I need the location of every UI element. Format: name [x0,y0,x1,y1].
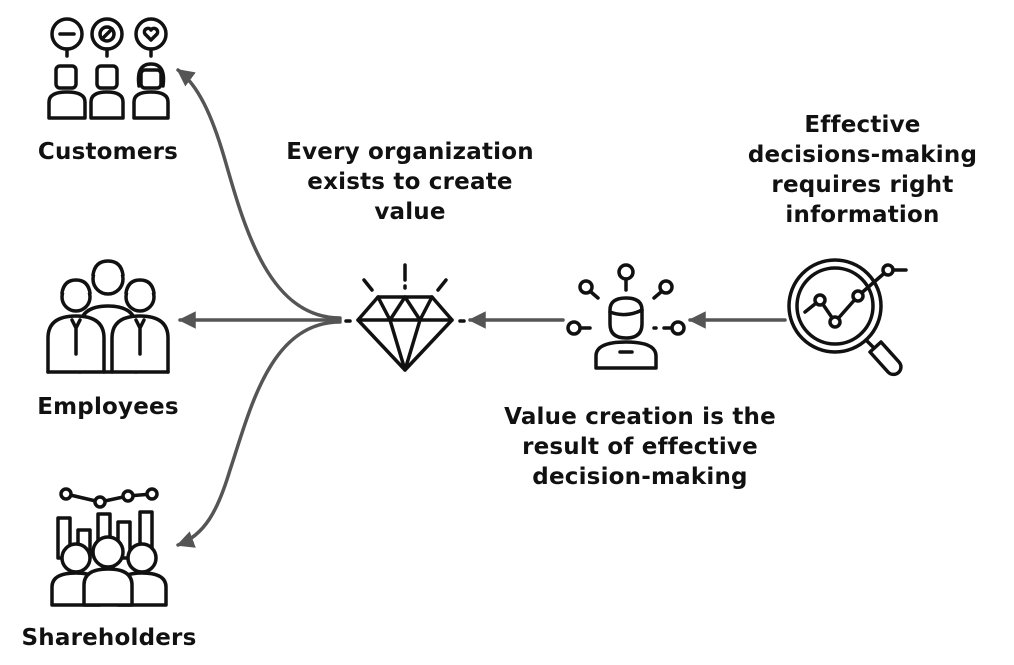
information-caption-line: requires right [771,172,954,198]
information-caption-line: information [785,202,940,228]
magnifier-analytics-icon [787,258,908,377]
employees-label: Employees [37,394,179,420]
decision-caption: Value creation is the result of effectiv… [490,402,790,492]
arrow-to-customers [176,68,342,320]
information-caption: Effective decisions-making requires righ… [725,110,1000,230]
decision-caption-line: result of effective [522,434,758,460]
value-caption: Every organization exists to create valu… [270,137,550,227]
value-caption-line: Every organization [286,139,534,165]
decision-caption-line: decision-making [532,464,748,490]
decision-caption-line: Value creation is the [504,404,776,430]
diamond-icon [344,263,466,372]
shareholders-chart-icon [50,487,168,607]
value-caption-line: value [374,199,446,225]
customers-label: Customers [37,139,179,165]
shareholders-label: Shareholders [21,625,197,651]
information-caption-line: Effective [804,112,921,138]
customers-feedback-icon [47,17,170,120]
decision-maker-icon [566,263,686,370]
arrow-to-shareholders [176,320,342,548]
value-caption-line: exists to create [307,169,513,195]
information-caption-line: decisions-making [747,142,978,168]
employees-group-icon [46,259,170,374]
